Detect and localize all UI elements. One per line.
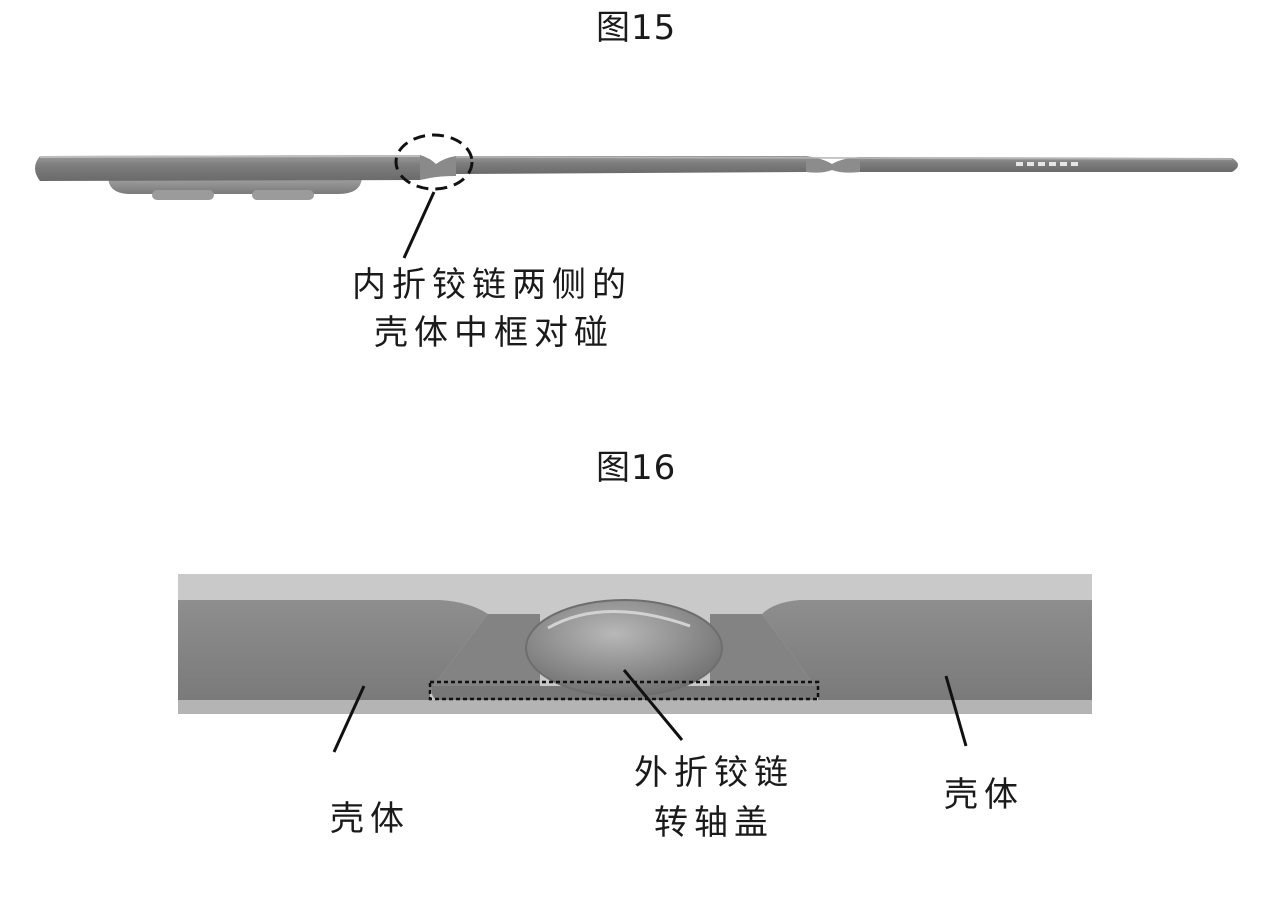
- leader-hinge-cover: [622, 669, 684, 741]
- leader-right-shell: [944, 675, 968, 747]
- speaker-holes-15: [1016, 162, 1078, 166]
- collision-highlight-circle: [394, 133, 474, 191]
- hinge-dashed-box: [428, 680, 820, 701]
- left-shell-16: [178, 600, 488, 700]
- right-shell-16: [762, 600, 1092, 700]
- left-shell-label: 壳体: [330, 799, 410, 839]
- right-shell-label: 壳体: [944, 775, 1024, 815]
- callout-leader-15: [402, 191, 436, 259]
- figure-15-title: 图15: [596, 8, 677, 48]
- left-housing-15: [35, 155, 421, 200]
- callout-text-line1: 内折铰链两侧的: [352, 265, 632, 305]
- leader-left-shell: [332, 685, 366, 753]
- figure-16-drawing: [178, 574, 1092, 753]
- inner-hinge-joint-15: [420, 155, 456, 180]
- right-housing-15: [455, 156, 1238, 174]
- callout-text-line2: 壳体中框对碰: [374, 313, 614, 353]
- figure-16-title: 图16: [596, 448, 677, 488]
- hinge-cover-label-line1: 外折铰链: [634, 753, 794, 793]
- hinge-cover-label-line2: 转轴盖: [654, 803, 774, 843]
- hinge-cover-16: [525, 599, 723, 697]
